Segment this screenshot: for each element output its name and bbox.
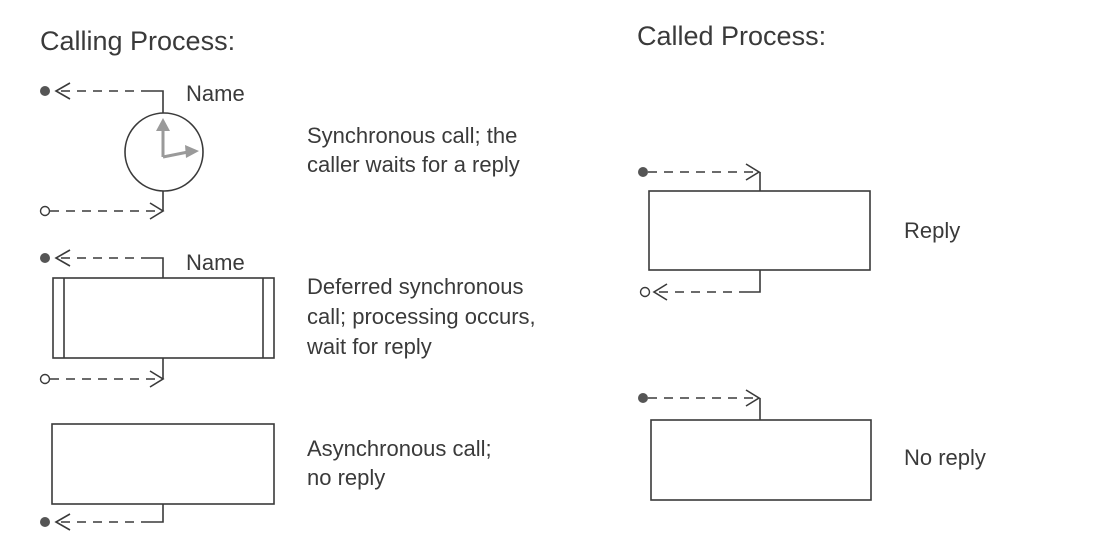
deferred-description-line-2: call; processing occurs, [307,304,536,329]
reply-description: Reply [904,218,960,243]
async-description-line-2: no reply [307,465,385,490]
reply-called-symbol [638,163,871,301]
open-dot-icon [39,373,51,385]
asynchronous-call-symbol [40,423,275,531]
async-description-line-1: Asynchronous call; [307,436,492,461]
deferred-synchronous-call-symbol [39,249,275,388]
open-dot-icon [639,286,651,298]
deferred-incoming-arrow [39,358,165,388]
deferred-description-line-3: wait for reply [306,334,432,359]
reply-process-box [648,190,871,271]
calling-process-title: Calling Process: [40,26,235,56]
reply-outgoing-arrow [639,270,761,301]
deferred-name-label: Name [186,250,245,275]
no-reply-description: No reply [904,445,986,470]
sync-outgoing-arrow [40,82,164,113]
filled-dot-icon [40,86,50,96]
sync-incoming-arrow [39,191,165,220]
reply-incoming-arrow [638,163,761,191]
filled-dot-icon [638,393,648,403]
no-reply-called-symbol [638,389,872,501]
async-outgoing-arrow [40,504,164,531]
synchronous-call-symbol [39,82,204,220]
sync-description-line-2: caller waits for a reply [307,152,520,177]
async-process-box [51,423,275,505]
sync-name-label: Name [186,81,245,106]
deferred-outgoing-arrow [40,249,164,278]
filled-dot-icon [638,167,648,177]
clock-icon [124,112,204,192]
open-dot-icon [39,205,51,217]
no-reply-incoming-arrow [638,389,761,420]
deferred-process-box [52,277,275,359]
called-process-title: Called Process: [637,21,826,51]
filled-dot-icon [40,253,50,263]
deferred-description-line-1: Deferred synchronous [307,274,523,299]
filled-dot-icon [40,517,50,527]
no-reply-process-box [650,419,872,501]
sync-description-line-1: Synchronous call; the [307,123,517,148]
